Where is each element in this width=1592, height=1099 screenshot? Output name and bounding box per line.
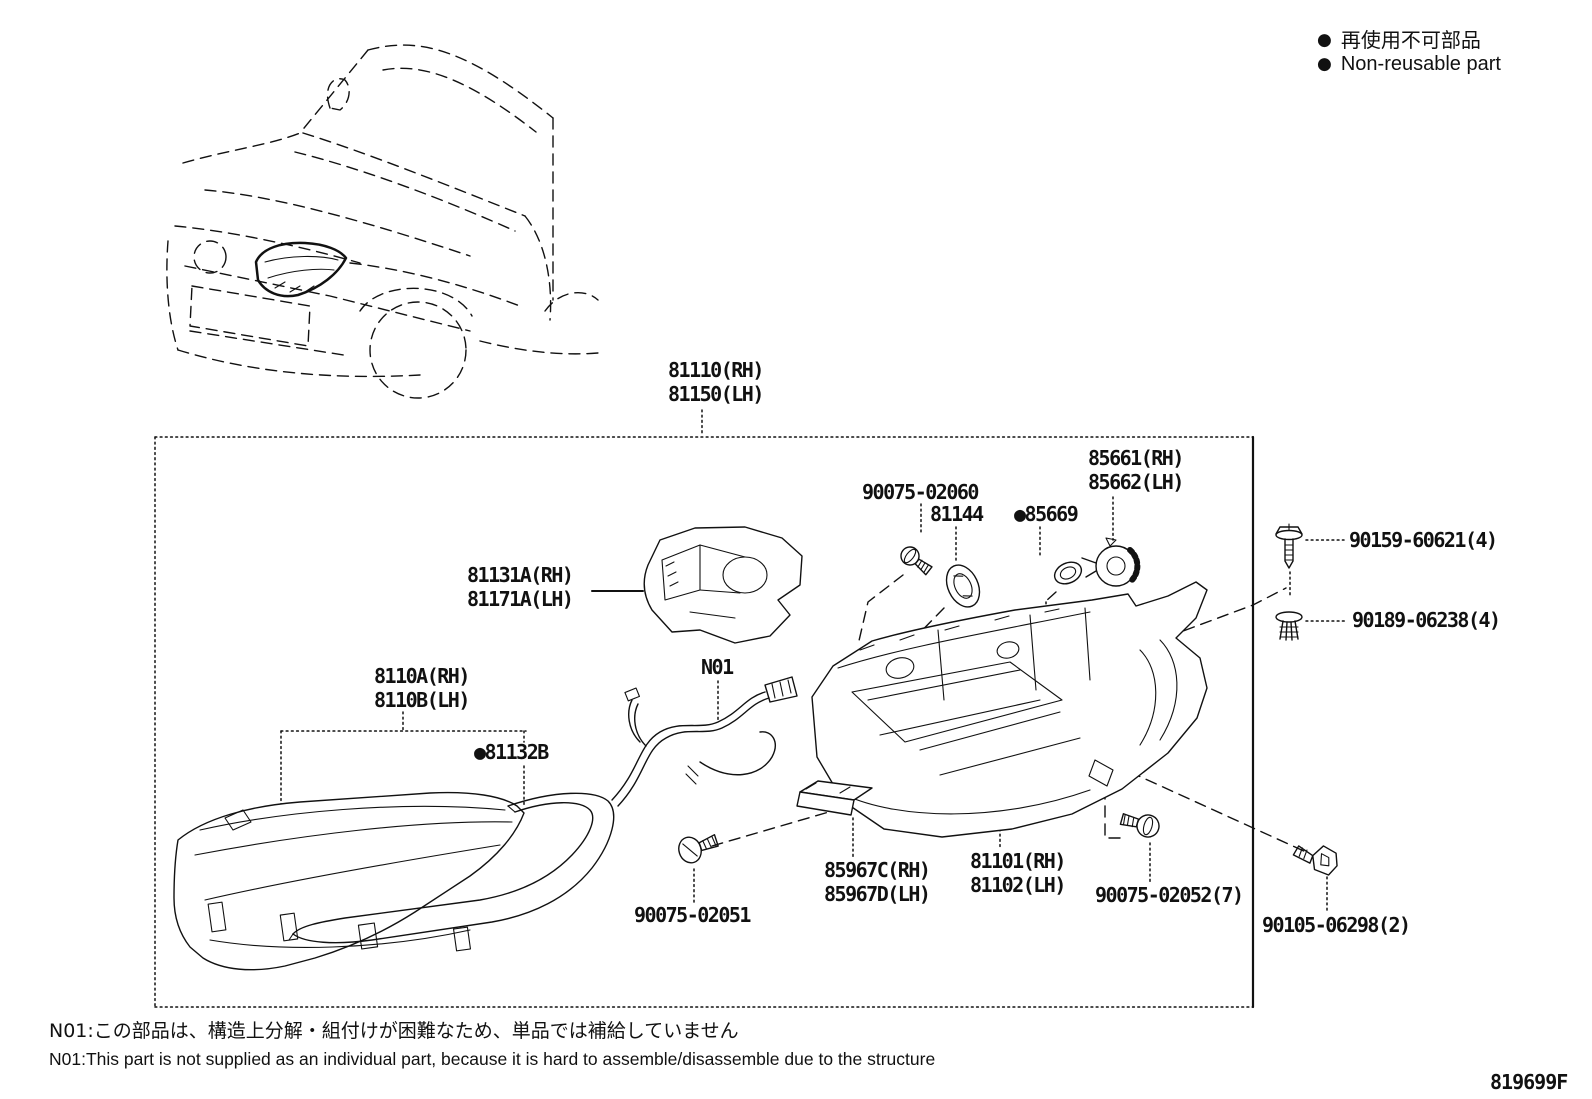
label-clip-90189-06238: 90189-06238(4) xyxy=(1352,608,1501,632)
footnotes: N01:この部品は、構造上分解・組付けが困難なため、単品では補給していません N… xyxy=(49,1017,935,1073)
main-box xyxy=(154,435,1255,1009)
seal-drawing xyxy=(288,792,615,944)
label-seal-81132b: ●81132B xyxy=(474,740,549,764)
screw-90075-02060-icon xyxy=(900,546,933,576)
screw-90075-02052-icon xyxy=(1119,813,1160,838)
label-lens-unit-8110a: 8110A(RH)8110B(LH) xyxy=(374,664,470,712)
footnote-jp: N01:この部品は、構造上分解・組付けが困難なため、単品では補給していません xyxy=(49,1020,739,1042)
document-code: 819699F xyxy=(1490,1070,1568,1094)
cap-85669-icon xyxy=(1053,561,1083,585)
legend-row-en: ● Non-reusable part xyxy=(1317,52,1501,76)
label-harness-n01: N01 xyxy=(701,655,734,679)
legend-text-en: Non-reusable part xyxy=(1340,53,1501,75)
label-ecu-85967c: 85967C(RH)85967D(LH) xyxy=(824,858,931,906)
label-leveling-motor-85661: 85661(RH)85662(LH) xyxy=(1088,446,1184,494)
lens-unit-drawing xyxy=(173,791,525,971)
leveling-motor-85661-icon xyxy=(1081,537,1141,587)
screw-90075-02051-icon xyxy=(678,833,719,864)
label-screw-90075-02052: 90075-02052(7) xyxy=(1095,883,1244,907)
legend-row-jp: ● 再使用不可部品 xyxy=(1317,28,1501,52)
non-reusable-bullet-icon: ● xyxy=(1317,29,1332,50)
grommet-81144-icon xyxy=(945,564,981,608)
wire-harness-drawing xyxy=(611,676,798,807)
label-grommet-81144: 81144 xyxy=(930,502,984,526)
label-bolt-90105-06298: 90105-06298(2) xyxy=(1262,913,1411,937)
legend: ● 再使用不可部品 ● Non-reusable part xyxy=(1317,28,1501,76)
car-sketch xyxy=(166,44,599,399)
label-screw-90159-60621: 90159-60621(4) xyxy=(1349,528,1498,552)
bracket-drawing xyxy=(643,526,803,644)
clip-90189-06238-icon xyxy=(1275,611,1303,641)
non-reusable-bullet-icon: ● xyxy=(1317,53,1332,74)
bolt-90105-06298-icon xyxy=(1292,845,1338,876)
car-headlamp-highlight xyxy=(254,241,348,298)
label-assy-81110: 81110(RH)81150(LH) xyxy=(668,358,764,406)
label-screw-90075-02060: 90075-02060 xyxy=(862,480,979,504)
label-screw-90075-02051: 90075-02051 xyxy=(634,903,751,927)
label-bracket-81131a: 81131A(RH)81171A(LH) xyxy=(467,563,574,611)
ecu-drawing xyxy=(796,780,873,816)
headlamp-housing-drawing xyxy=(811,581,1208,838)
label-housing-81101: 81101(RH)81102(LH) xyxy=(970,849,1066,897)
legend-text-jp: 再使用不可部品 xyxy=(1340,28,1481,52)
label-cap-85669: ●85669 xyxy=(1014,502,1079,526)
footnote-en: N01:This part is not supplied as an indi… xyxy=(49,1049,936,1069)
screw-90159-60621-icon xyxy=(1275,523,1303,569)
